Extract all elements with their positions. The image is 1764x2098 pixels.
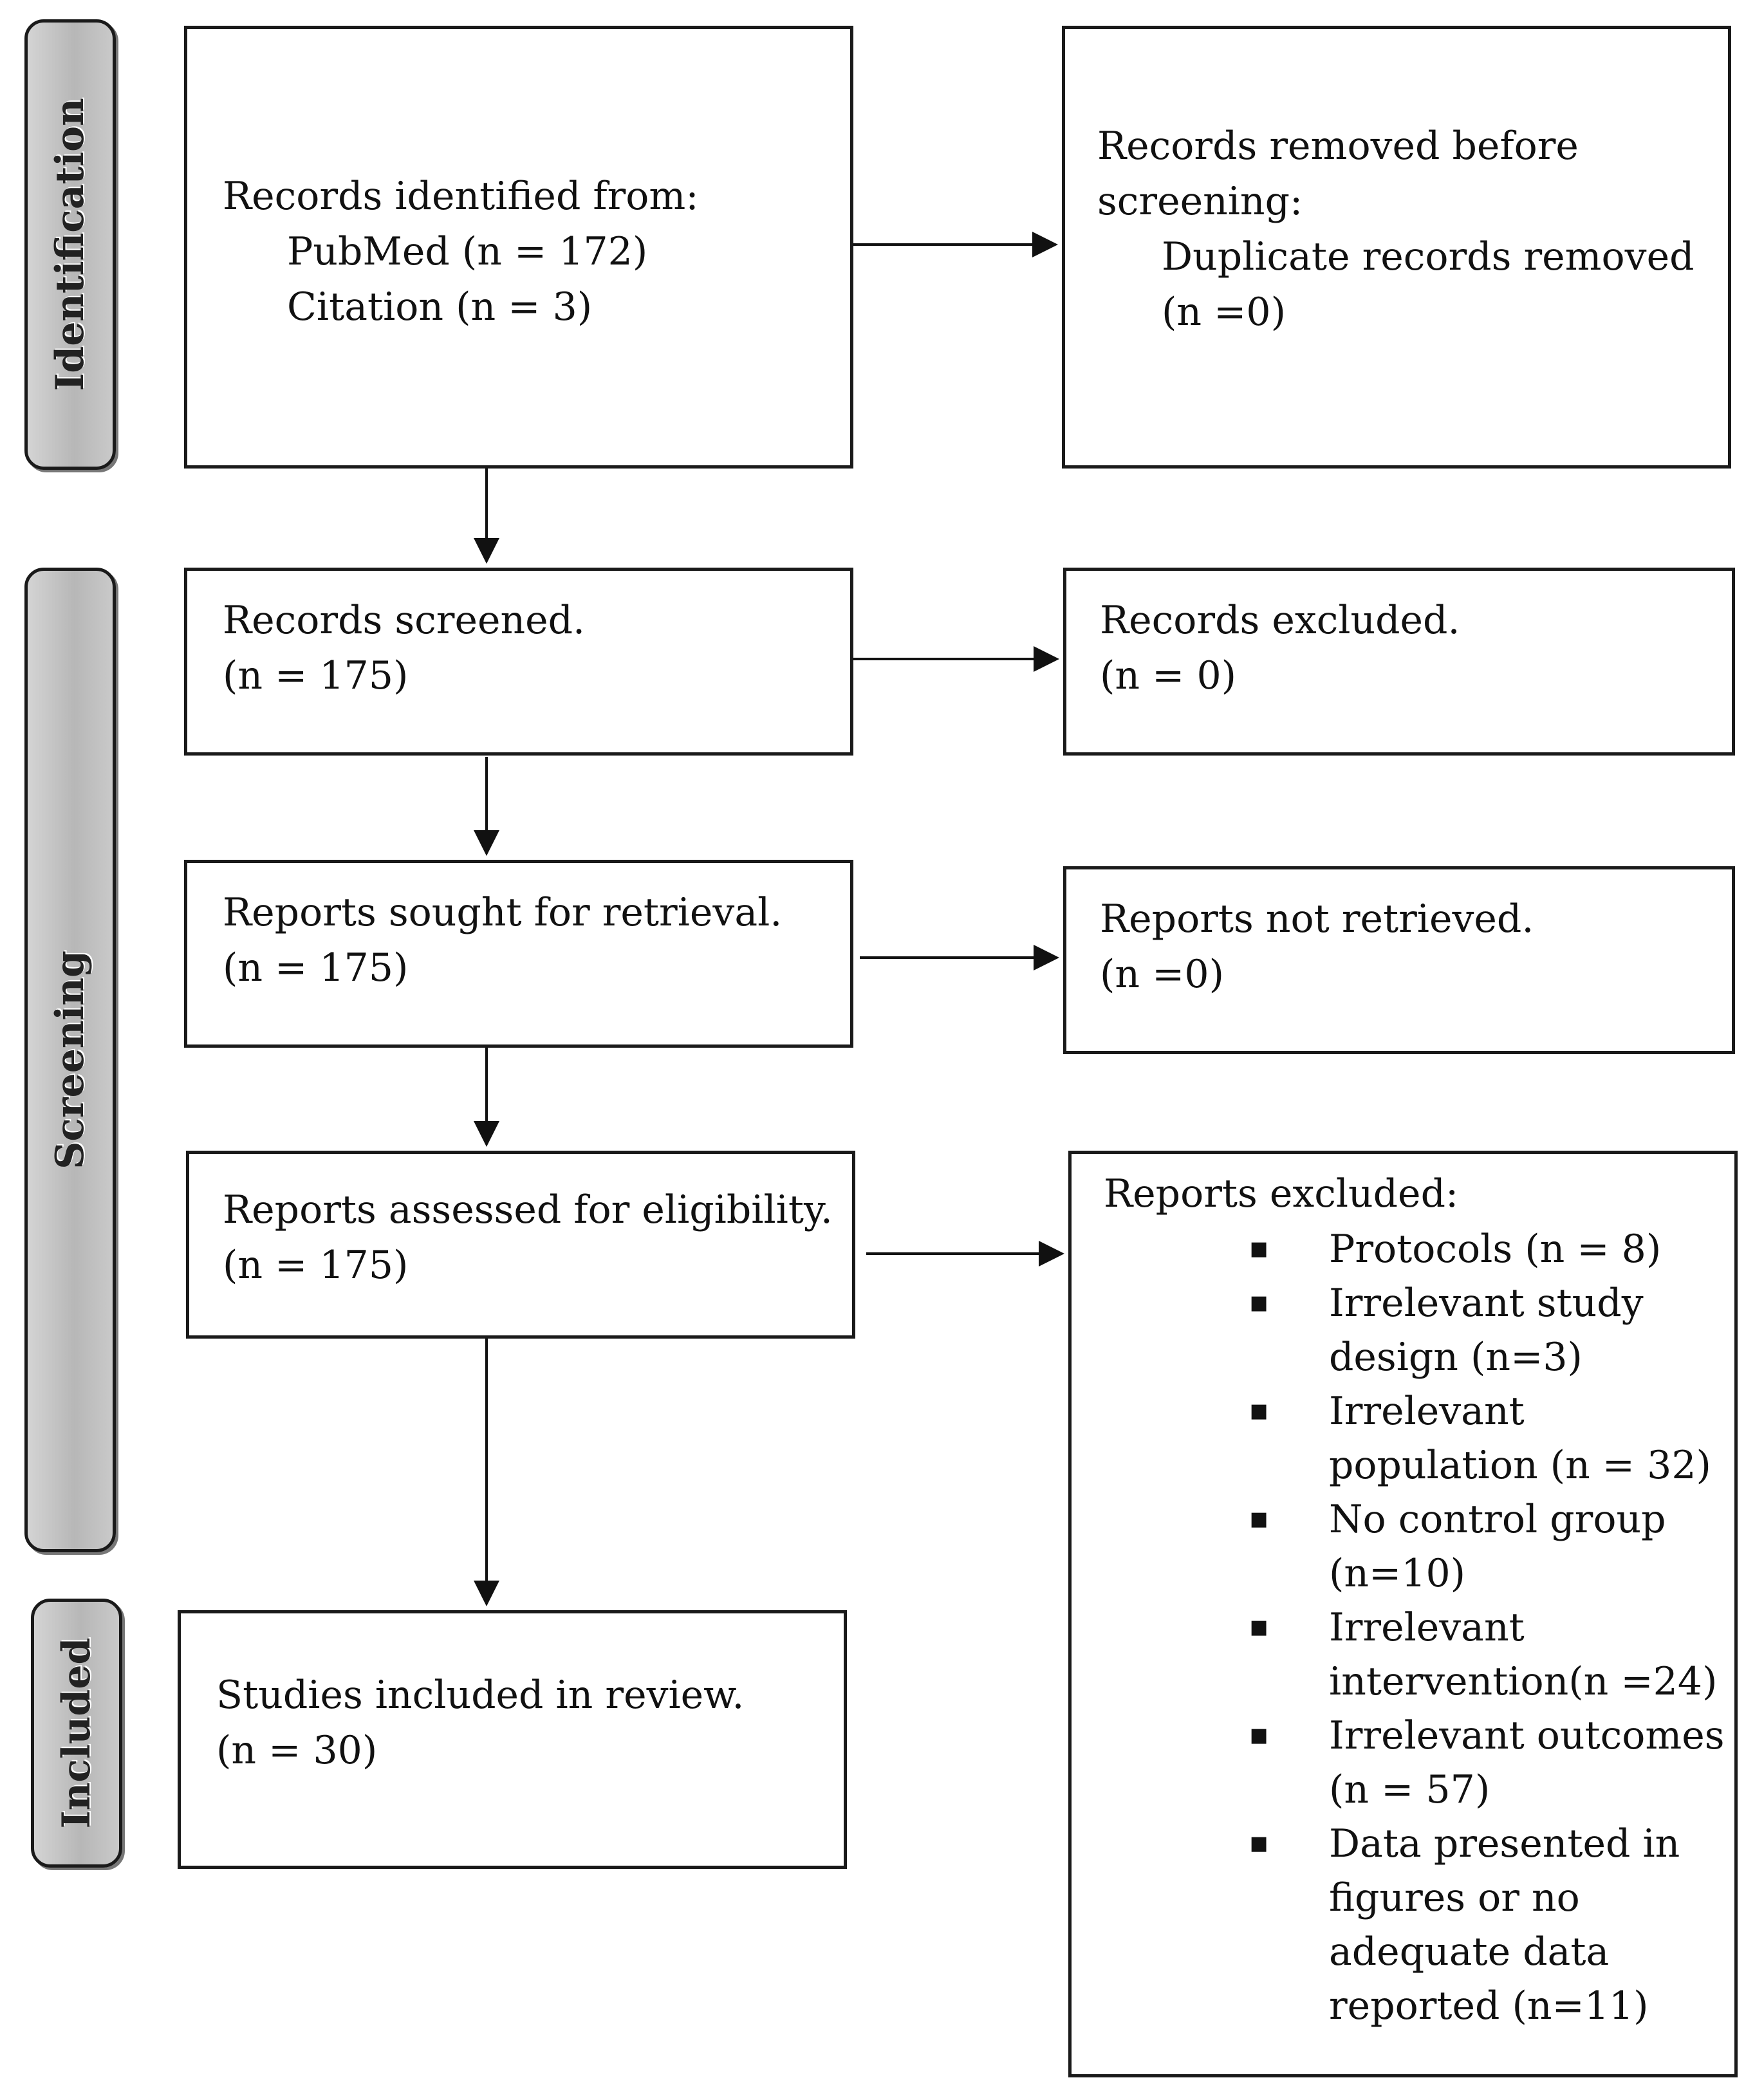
exclusion-item-study-design-line1: Irrelevant study (1329, 1281, 1644, 1326)
exclusion-item-control-line1: No control group (1329, 1497, 1666, 1542)
records-removed-duplicates: Duplicate records removed (1162, 234, 1694, 279)
reports-assessed-box: Reports assessed for eligibility. (n = 1… (186, 1151, 855, 1339)
exclusion-item-data-line4: reported (n=11) (1329, 1983, 1649, 2028)
reports-not-retrieved-n: (n =0) (1100, 952, 1224, 997)
phase-included: Included (31, 1599, 122, 1868)
exclusion-item-data-line2: figures or no (1329, 1875, 1580, 1920)
records-removed-title-line2: screening: (1097, 179, 1303, 224)
records-screened-n: (n = 175) (223, 653, 409, 698)
exclusion-item-data-line3: adequate data (1329, 1929, 1610, 1974)
exclusion-item-intervention-line2: intervention(n =24) (1329, 1659, 1718, 1704)
records-removed-duplicates-n: (n =0) (1162, 290, 1286, 335)
reports-assessed-n: (n = 175) (223, 1243, 409, 1288)
reports-excluded-box: Reports excluded: ■ Protocols (n = 8) ■ … (1068, 1151, 1738, 2077)
records-excluded-title: Records excluded. (1100, 598, 1460, 643)
records-identified-pubmed: PubMed (n = 172) (287, 229, 648, 274)
reports-not-retrieved-box: Reports not retrieved. (n =0) (1063, 866, 1735, 1054)
reports-sought-n: (n = 175) (223, 945, 409, 990)
exclusion-item-study-design-line2: design (n=3) (1329, 1335, 1583, 1380)
bullet-icon: ■ (1250, 1508, 1268, 1530)
reports-sought-box: Reports sought for retrieval. (n = 175) (184, 860, 853, 1048)
reports-not-retrieved-title: Reports not retrieved. (1100, 896, 1534, 942)
phase-identification: Identification (24, 19, 116, 470)
studies-included-n: (n = 30) (216, 1728, 378, 1773)
records-identified-box: Records identified from: PubMed (n = 172… (184, 26, 853, 469)
studies-included-box: Studies included in review. (n = 30) (178, 1610, 847, 1869)
exclusion-item-control-line2: (n=10) (1329, 1551, 1466, 1596)
bullet-icon: ■ (1250, 1724, 1268, 1747)
records-identified-title: Records identified from: (223, 174, 699, 219)
exclusion-item-intervention-line1: Irrelevant (1329, 1605, 1525, 1650)
exclusion-item-outcomes-line1: Irrelevant outcomes (1329, 1713, 1725, 1758)
records-screened-title: Records screened. (223, 598, 586, 643)
records-excluded-box: Records excluded. (n = 0) (1063, 568, 1735, 756)
phase-screening: Screening (24, 568, 116, 1552)
exclusion-item-outcomes-line2: (n = 57) (1329, 1767, 1490, 1812)
records-removed-title-line1: Records removed before (1097, 124, 1579, 169)
exclusion-item-data-line1: Data presented in (1329, 1821, 1680, 1866)
exclusion-item-population-line1: Irrelevant (1329, 1389, 1525, 1434)
studies-included-title: Studies included in review. (216, 1673, 745, 1718)
reports-assessed-title: Reports assessed for eligibility. (223, 1187, 833, 1232)
records-removed-box: Records removed before screening: Duplic… (1062, 26, 1731, 469)
exclusion-item-population-line2: population (n = 32) (1329, 1443, 1711, 1488)
records-screened-box: Records screened. (n = 175) (184, 568, 853, 756)
reports-sought-title: Reports sought for retrieval. (223, 890, 783, 935)
records-identified-citation: Citation (n = 3) (287, 284, 593, 330)
bullet-icon: ■ (1250, 1832, 1268, 1855)
bullet-icon: ■ (1250, 1292, 1268, 1314)
exclusion-item-protocols: Protocols (n = 8) (1329, 1227, 1662, 1272)
bullet-icon: ■ (1250, 1616, 1268, 1638)
bullet-icon: ■ (1250, 1400, 1268, 1422)
bullet-icon: ■ (1250, 1238, 1268, 1260)
reports-excluded-title: Reports excluded: (1104, 1171, 1459, 1216)
records-excluded-n: (n = 0) (1100, 653, 1237, 698)
